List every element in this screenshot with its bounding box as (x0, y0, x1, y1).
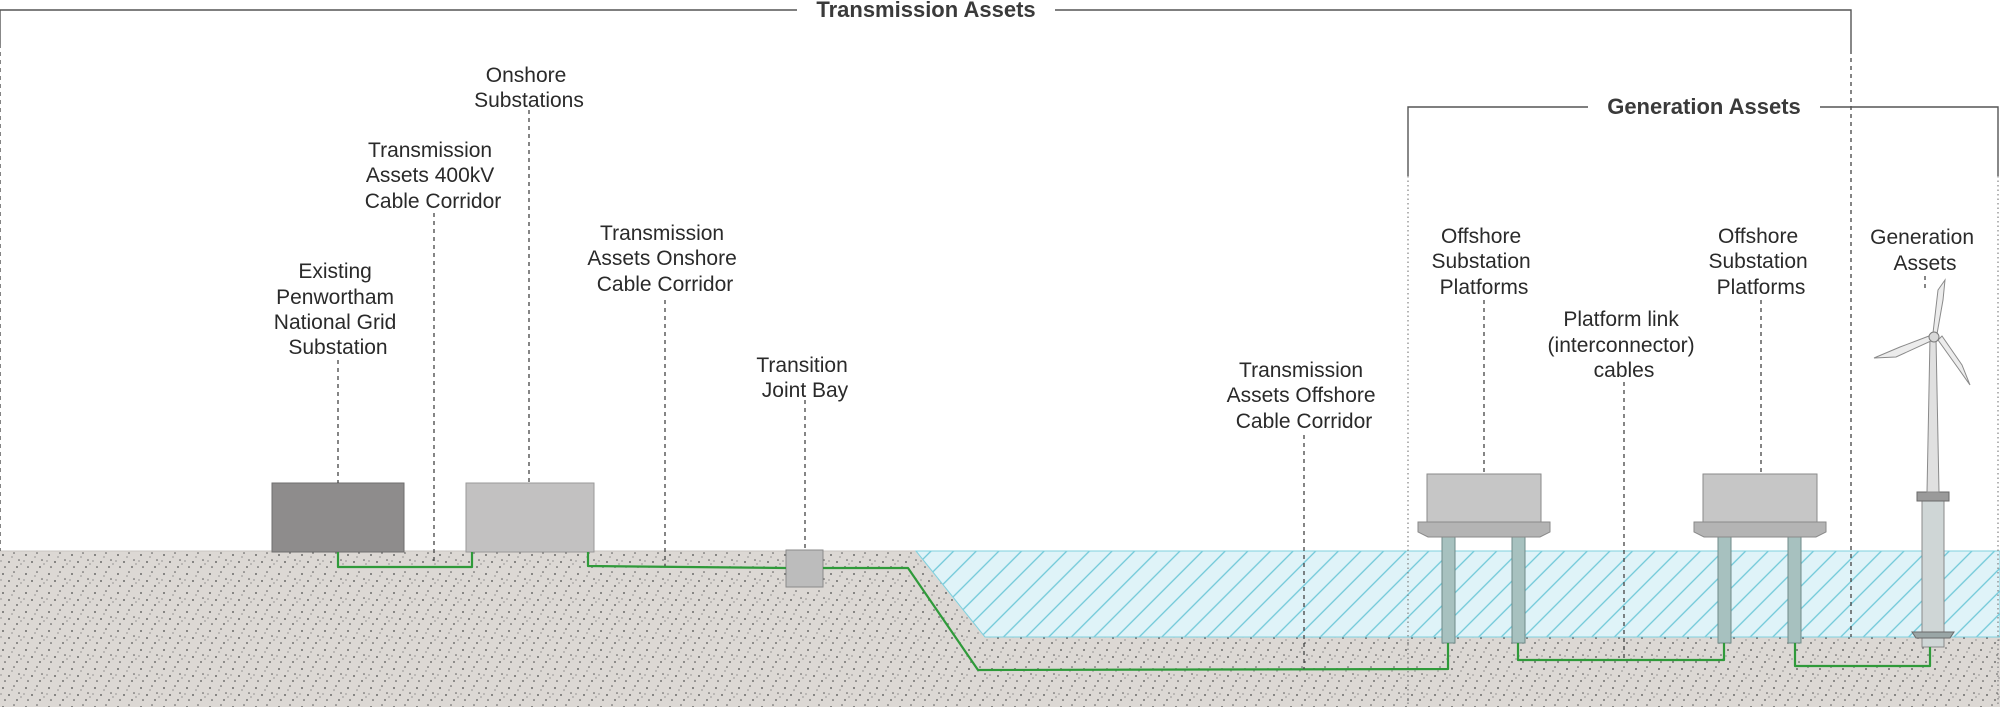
label-transition-joint-bay: Transition Joint Bay (756, 354, 853, 402)
sea-area (914, 550, 2000, 638)
label-platform-link-cables: Platform link (interconnector) cables (1548, 308, 1701, 382)
wind-turbine (1873, 278, 1971, 648)
generation-assets-header: Generation Assets (1607, 94, 1801, 119)
transmission-assets-header: Transmission Assets (816, 0, 1035, 22)
transition-joint-bay-box (785, 549, 824, 588)
label-existing-substation: Existing Penwortham National Grid Substa… (274, 260, 402, 359)
offshore-substation-platform-2 (1693, 473, 1827, 644)
transmission-assets-bracket (0, 9, 1852, 637)
label-onshore-substations: Onshore Substations (474, 64, 584, 112)
leader-lines (337, 110, 1926, 669)
onshore-substation-building (465, 482, 595, 553)
label-cable-corridor-400kv: Transmission Assets 400kV Cable Corridor (365, 139, 502, 213)
existing-substation-building (271, 482, 405, 553)
label-offshore-platforms-2: Offshore Substation Platforms (1708, 225, 1813, 299)
label-offshore-platforms-1: Offshore Substation Platforms (1431, 225, 1536, 299)
cable-route (336, 552, 1932, 672)
label-onshore-cable-corridor: Transmission Assets Onshore Cable Corrid… (587, 222, 742, 296)
label-offshore-cable-corridor: Transmission Assets Offshore Cable Corri… (1227, 359, 1382, 433)
ground (0, 550, 2000, 707)
offshore-substation-platform-1 (1417, 473, 1551, 644)
generation-assets-bracket (1407, 106, 1999, 707)
label-generation-assets: Generation Assets (1870, 226, 1980, 275)
